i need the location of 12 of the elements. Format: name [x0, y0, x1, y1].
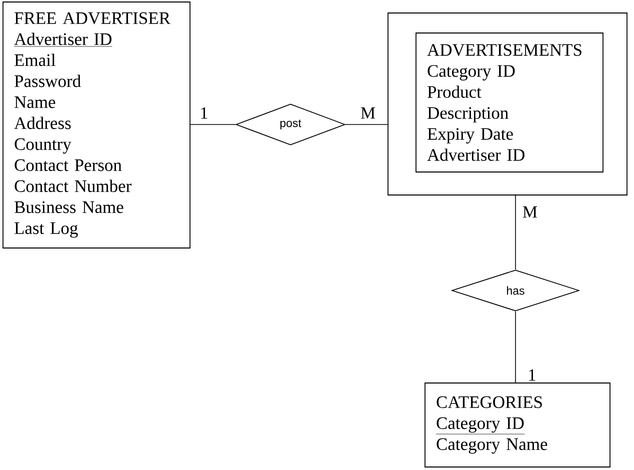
connector-line [190, 124, 236, 125]
weak-entity-frame [388, 12, 628, 196]
entity-box: FREE ADVERTISER Advertiser ID Email Password Name Address Country Contact Person Contact Number Business Name Last Log [2, 2, 190, 248]
cardinality-label: M [521, 205, 539, 219]
connector-line [345, 124, 388, 125]
entity-box: ADVERTISEMENTS Category ID Product Description Expiry Date Advertiser ID [416, 32, 604, 172]
cardinality-label: M [359, 106, 377, 120]
cardinality-label: 1 [198, 106, 210, 120]
entity-box: CATEGORIES Category ID Category Name [424, 382, 610, 468]
connector-line [515, 195, 516, 270]
cardinality-label: 1 [526, 368, 538, 382]
connector-line [515, 311, 516, 383]
